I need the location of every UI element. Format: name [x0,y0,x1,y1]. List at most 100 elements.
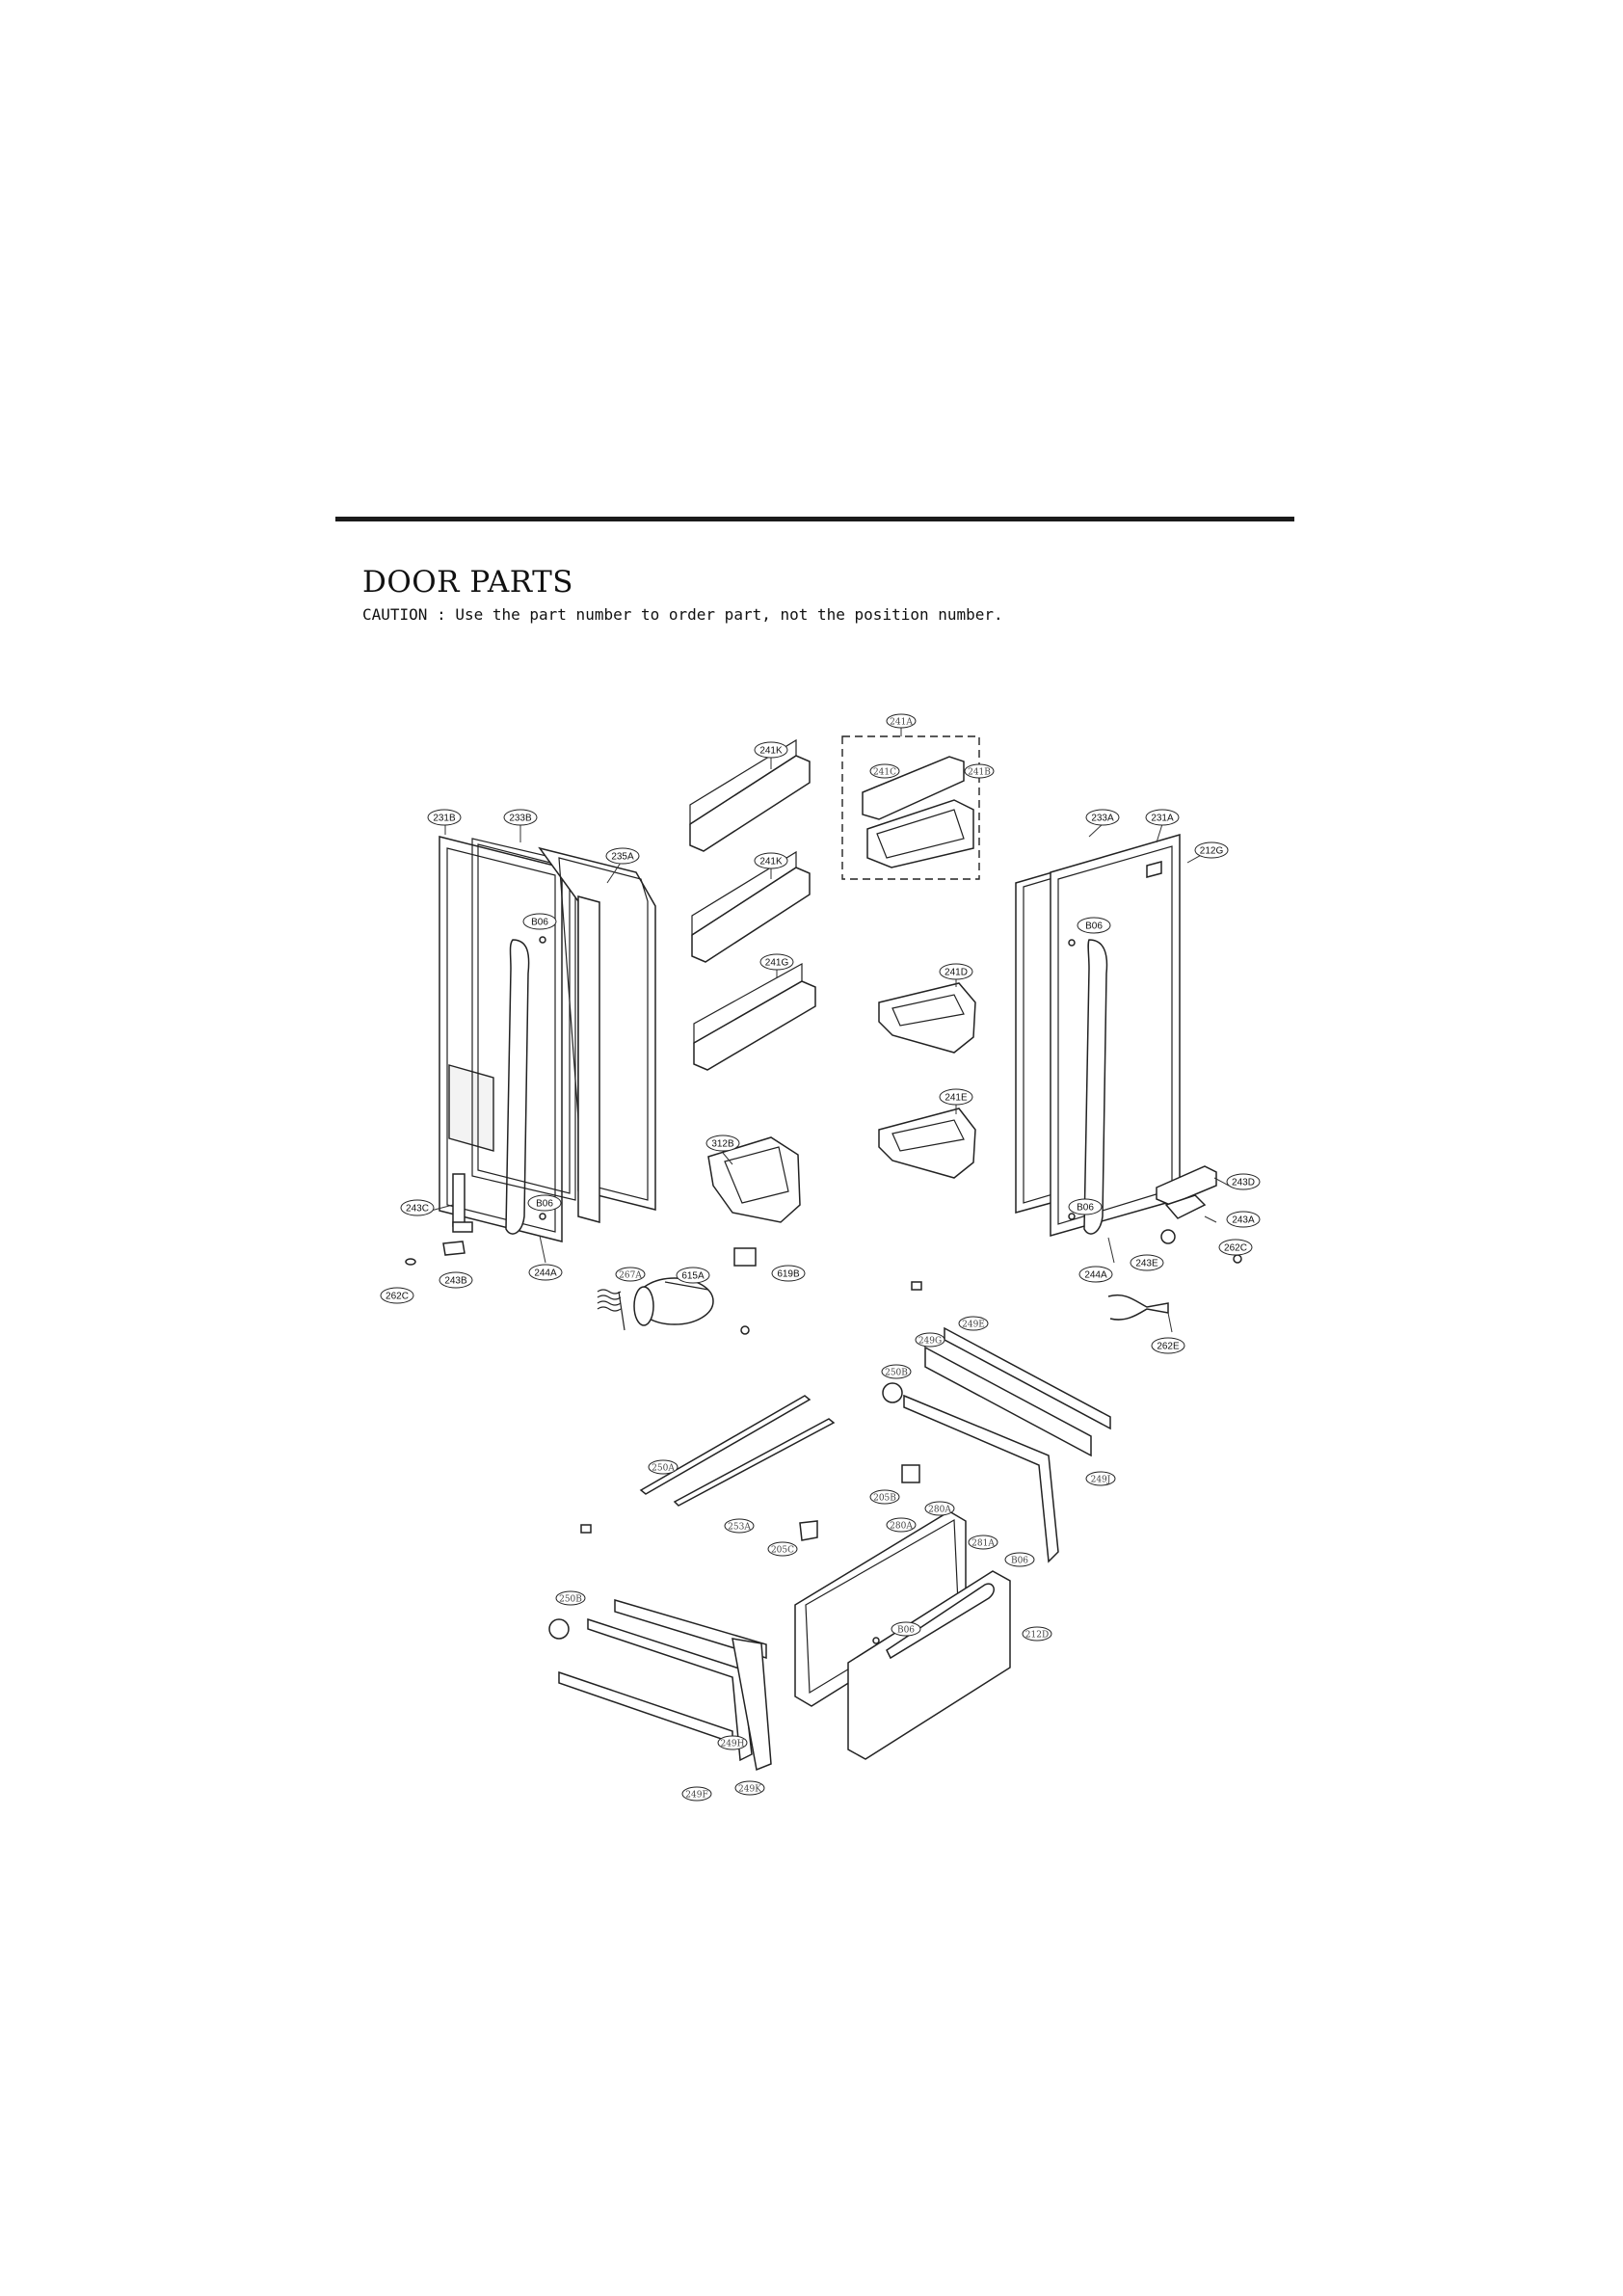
callout-262C: 262C [380,1287,414,1304]
callout-212D: 212D [1022,1626,1052,1642]
callout-label: 233A [1091,814,1114,824]
callout-212G: 212G [1194,841,1229,859]
callout-bubble [427,809,462,826]
right-hinge-parts [1107,1165,1242,1321]
callout-bubble [754,852,788,869]
callout-267A: 267A [615,1267,646,1282]
callout-B06: B06 [522,913,557,930]
callout-233B: 233B [503,809,538,826]
callout-bubble [555,1590,586,1606]
callout-bubble [1085,809,1120,826]
callout-label: B06 [1011,1557,1028,1566]
callout-280A: 280A [886,1517,917,1533]
callout-205C: 205C [767,1541,798,1557]
callout-label: 231B [433,814,456,824]
callout-bubble [886,1517,917,1533]
callout-label: 249K [738,1785,761,1795]
callout-250B: 250B [555,1590,586,1606]
callout-bubble [869,1489,900,1505]
gasket-strips [580,1281,922,1534]
callout-label: 619B [777,1269,800,1280]
callout-250A: 250A [648,1459,678,1475]
callout-label: 262C [1224,1243,1247,1254]
callout-label: B06 [531,918,548,928]
callout-233A: 233A [1085,809,1120,826]
callout-bubble [522,913,557,930]
callout-label: 615A [681,1271,705,1282]
callout-bubble [1218,1239,1253,1256]
callout-262C: 262C [1218,1239,1253,1256]
callout-label: 233B [509,814,532,824]
callout-bubble [915,1332,945,1348]
callout-bubble [503,809,538,826]
callout-bubble [771,1265,806,1282]
callout-244A: 244A [1078,1266,1113,1283]
callout-bubble [939,963,973,980]
callout-249J: 249J [1085,1471,1116,1486]
callout-619B: 619B [771,1265,806,1282]
callout-bubble [1145,809,1180,826]
callout-bubble [1226,1211,1261,1228]
callout-bubble [924,1501,955,1516]
callout-249F: 249F [681,1786,712,1802]
callout-bubble [1194,841,1229,859]
callout-231B: 231B [427,809,462,826]
callout-bubble [958,1316,989,1331]
callout-bubble [681,1786,712,1802]
callout-bubble [527,1194,562,1212]
callout-241K: 241K [754,741,788,759]
callout-bubble [968,1535,998,1550]
callout-281A: 281A [968,1535,998,1550]
callout-label: 231A [1151,814,1174,824]
callout-label: 205C [771,1546,794,1556]
callout-B06: B06 [527,1194,562,1212]
callout-label: 250A [652,1464,675,1474]
callout-249G: 249G [915,1332,945,1348]
callout-bubble [1022,1626,1052,1642]
callout-bubble [676,1267,710,1284]
callout-bubble [1085,1471,1116,1486]
callout-label: 250B [885,1369,908,1378]
callout-bubble [767,1541,798,1557]
callout-235A: 235A [605,847,640,865]
callout-243E: 243E [1130,1254,1164,1271]
callout-label: 280A [928,1506,951,1515]
callout-label: B06 [1085,921,1103,932]
left-hinge-parts [405,1173,625,1331]
callout-label: 249G [918,1337,942,1347]
ice-bucket [707,1136,801,1223]
drawer-rails-upper [882,1326,1111,1563]
callout-250B: 250B [881,1364,912,1379]
callout-B06: B06 [1077,917,1111,934]
callout-label: 241G [765,958,789,969]
callout-label: 241K [759,746,783,757]
optional-basket-set [841,735,980,880]
callout-label: 243B [444,1276,467,1287]
callout-280A: 280A [924,1501,955,1516]
callout-241E: 241E [939,1088,973,1106]
callout-bubble [400,1199,435,1216]
callout-label: 241D [945,968,968,978]
callout-243C: 243C [400,1199,435,1216]
callout-241B: 241B [964,763,995,779]
callout-231A: 231A [1145,809,1180,826]
callout-label: 249H [720,1740,744,1749]
callout-label: 212D [1025,1631,1049,1641]
callout-249H: 249H [717,1735,748,1750]
callout-205B: 205B [869,1489,900,1505]
callout-615A: 615A [676,1267,710,1284]
callout-B06: B06 [1004,1552,1035,1567]
callout-label: 243A [1232,1215,1255,1226]
callout-253A: 253A [724,1518,755,1534]
callout-label: 205B [873,1494,896,1504]
callout-bubble [734,1780,765,1796]
callout-bubble [724,1518,755,1534]
callout-bubble [528,1264,563,1281]
callout-249K: 249K [734,1780,765,1796]
callout-label: 262E [1157,1342,1180,1352]
callout-label: 281A [971,1539,995,1549]
callout-bubble [1077,917,1111,934]
callout-label: 243C [406,1204,429,1215]
callout-bubble [615,1267,646,1282]
